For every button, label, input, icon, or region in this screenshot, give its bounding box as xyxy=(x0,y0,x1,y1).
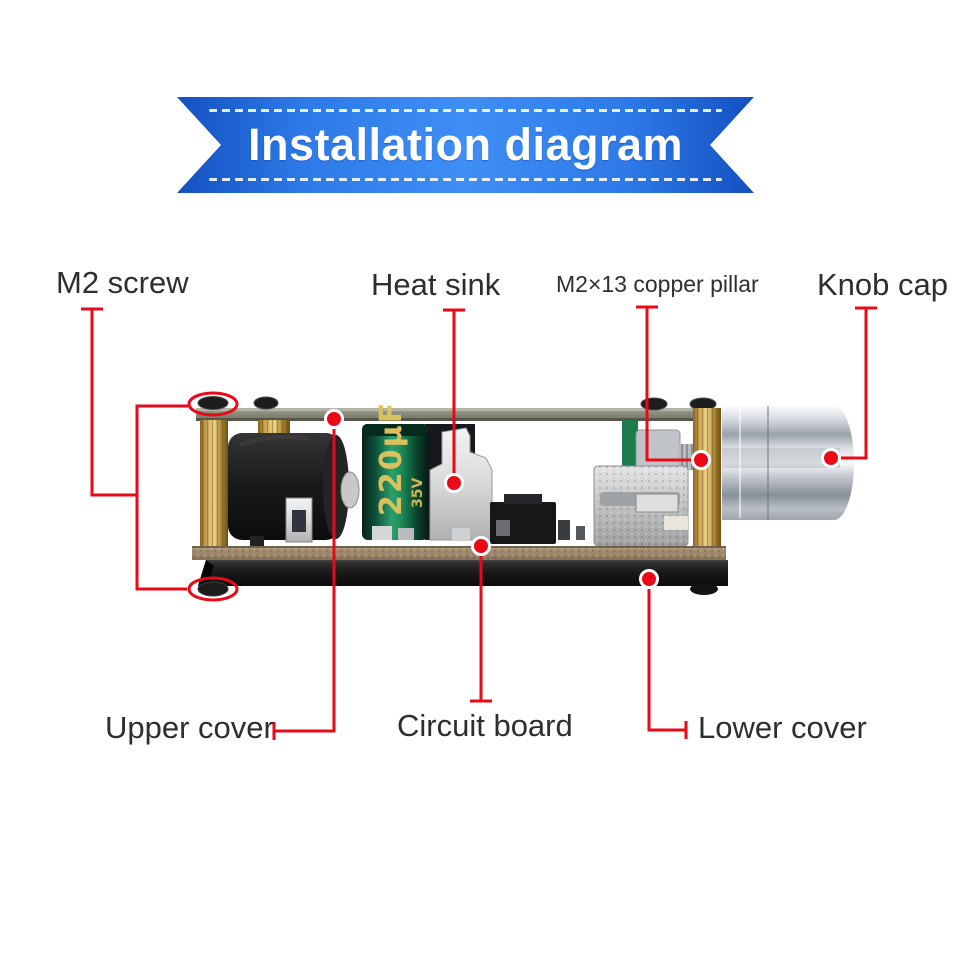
smd-part-5 xyxy=(576,526,585,540)
callout-line-lower-cover xyxy=(647,579,686,732)
pot-pcb xyxy=(622,420,638,472)
callout-line-knob-cap xyxy=(838,308,868,460)
capacitor-220uf: 220µF 35V xyxy=(362,401,428,540)
m2-screw-head-right-a xyxy=(640,397,668,411)
copper-pillar-right-knurl xyxy=(693,408,721,548)
title-ribbon: Installation diagram xyxy=(177,97,754,193)
lower-cover-left-bevel xyxy=(198,560,214,590)
usb-port xyxy=(593,465,689,547)
dc-jack-highlight xyxy=(239,435,311,447)
copper-pillar-left-knurl xyxy=(200,420,228,548)
usb-slot xyxy=(635,493,679,513)
copper-pillar-right xyxy=(693,408,721,548)
callout-dot-copper-pillar xyxy=(691,450,711,470)
callout-line-upper-cover xyxy=(274,419,336,733)
label-m2-screw: M2 screw xyxy=(56,265,189,300)
callout-line-m2-screw-down xyxy=(135,493,187,591)
callout-line-copper-pillar xyxy=(645,307,694,462)
label-heat-sink: Heat sink xyxy=(371,267,501,302)
capacitor-top-band xyxy=(362,424,428,436)
push-button-contact xyxy=(496,520,510,536)
label-copper-pillar: M2×13 copper pillar xyxy=(556,271,759,297)
ribbon-dashed-line-top xyxy=(209,109,722,112)
dc-jack xyxy=(228,433,360,546)
smd-components xyxy=(372,494,585,544)
label-circuit-board: Circuit board xyxy=(397,708,573,743)
callout-line-m2-screw-up xyxy=(135,404,188,497)
board-edge-texture xyxy=(192,546,726,560)
dc-jack-face xyxy=(323,435,349,539)
smd-part-4 xyxy=(558,520,570,540)
circuit-board-edge xyxy=(192,546,726,560)
upper-cover-shadow xyxy=(196,418,720,421)
label-lower-cover: Lower cover xyxy=(698,710,867,745)
dc-jack-pin-sleeve xyxy=(340,471,360,509)
callout-lines xyxy=(81,305,877,740)
dc-jack-clip-window xyxy=(292,510,306,532)
m2-screw-head-mid xyxy=(253,396,279,410)
capacitor-value-text: 220µF xyxy=(374,401,409,516)
callout-dot-knob-cap xyxy=(821,448,841,468)
callout-circle-screw-top xyxy=(187,391,239,417)
lower-cover-face xyxy=(198,560,728,586)
knob-mid-band xyxy=(722,448,840,468)
dc-jack-leg xyxy=(250,536,264,546)
smd-pad-1 xyxy=(372,526,392,540)
callout-dots xyxy=(324,409,841,589)
upper-cover-highlight xyxy=(196,408,720,411)
callout-circle-screw-bottom xyxy=(187,576,239,602)
m2-screw-heads-top xyxy=(197,396,717,411)
usb-plastic-tab xyxy=(664,516,688,530)
smd-pad-3 xyxy=(452,528,470,540)
ribbon-dashed-line-bottom xyxy=(209,178,722,181)
label-knob-cap: Knob cap xyxy=(817,267,948,302)
push-button-actuator xyxy=(504,494,542,504)
upper-cover-bar xyxy=(196,408,720,421)
smd-pad-2 xyxy=(398,528,414,540)
lower-cover-bar xyxy=(197,560,728,597)
capacitor-voltage-text: 35V xyxy=(410,478,426,508)
callout-line-m2-screw xyxy=(90,309,137,497)
callout-dot-circuit-board xyxy=(471,536,491,556)
copper-pillar-left xyxy=(200,420,228,548)
callout-dot-heat-sink xyxy=(444,473,464,493)
knob-cap-part xyxy=(722,406,854,520)
callout-dot-upper-cover xyxy=(324,409,344,429)
label-upper-cover: Upper cover xyxy=(105,710,274,745)
m2-screw-head-left xyxy=(197,396,229,410)
page-title: Installation diagram xyxy=(247,119,684,170)
rubber-foot-right xyxy=(690,583,718,595)
capacitor-body xyxy=(362,424,428,540)
m2-screw-head-bottom xyxy=(197,581,229,597)
callout-dot-lower-cover xyxy=(639,569,659,589)
